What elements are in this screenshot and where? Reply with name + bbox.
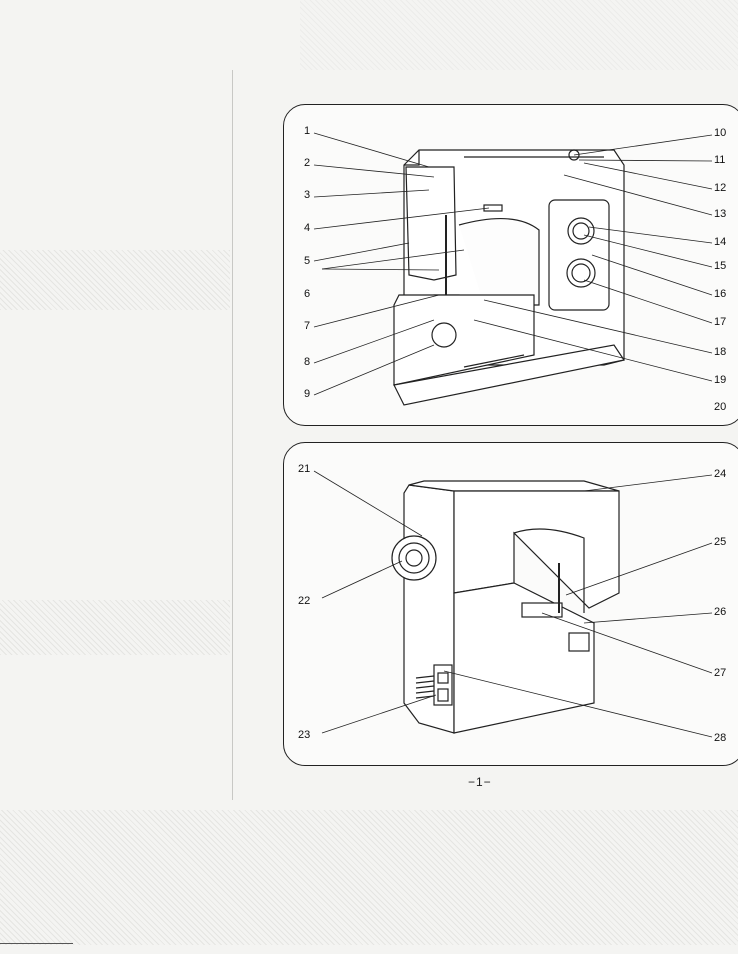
callout-15: 15 [714, 260, 727, 272]
callout-8: 8 [304, 356, 311, 368]
callout-18: 18 [714, 346, 727, 358]
callout-12: 12 [714, 182, 727, 194]
front-machine-drawing [313, 132, 713, 406]
callout-27: 27 [714, 667, 727, 679]
callout-21: 21 [298, 463, 311, 475]
page-number: −1− [468, 775, 492, 789]
callout-22: 22 [298, 595, 311, 607]
callout-17: 17 [714, 316, 727, 328]
callout-14: 14 [714, 236, 727, 248]
scan-noise-top [300, 0, 738, 70]
callout-26: 26 [714, 606, 727, 618]
callout-6: 6 [304, 288, 311, 300]
callout-20: 20 [714, 401, 727, 413]
callout-1: 1 [304, 125, 311, 137]
scan-noise-left-lower [0, 600, 230, 655]
callout-10: 10 [714, 127, 727, 139]
callout-28: 28 [714, 732, 727, 744]
callout-25: 25 [714, 536, 727, 548]
callout-3: 3 [304, 189, 311, 201]
page-margin-rule [232, 70, 233, 800]
callout-7: 7 [304, 320, 311, 332]
callout-23: 23 [298, 729, 311, 741]
front-view-figure: 1 2 3 4 5 6 7 8 9 10 11 12 13 14 15 16 1… [283, 104, 738, 426]
callout-13: 13 [714, 208, 727, 220]
callout-11: 11 [714, 154, 726, 166]
callout-2: 2 [304, 157, 311, 169]
rear-machine-drawing [313, 470, 713, 738]
callout-24: 24 [714, 468, 727, 480]
scan-noise-bottom [0, 810, 738, 945]
callout-4: 4 [304, 222, 311, 234]
footer-rule [0, 943, 73, 944]
callout-5: 5 [304, 255, 311, 267]
callout-16: 16 [714, 288, 727, 300]
scan-noise-left [0, 250, 230, 310]
callout-19: 19 [714, 374, 727, 386]
rear-view-figure: 21 22 23 24 25 26 27 28 [283, 442, 738, 766]
callout-9: 9 [304, 388, 311, 400]
